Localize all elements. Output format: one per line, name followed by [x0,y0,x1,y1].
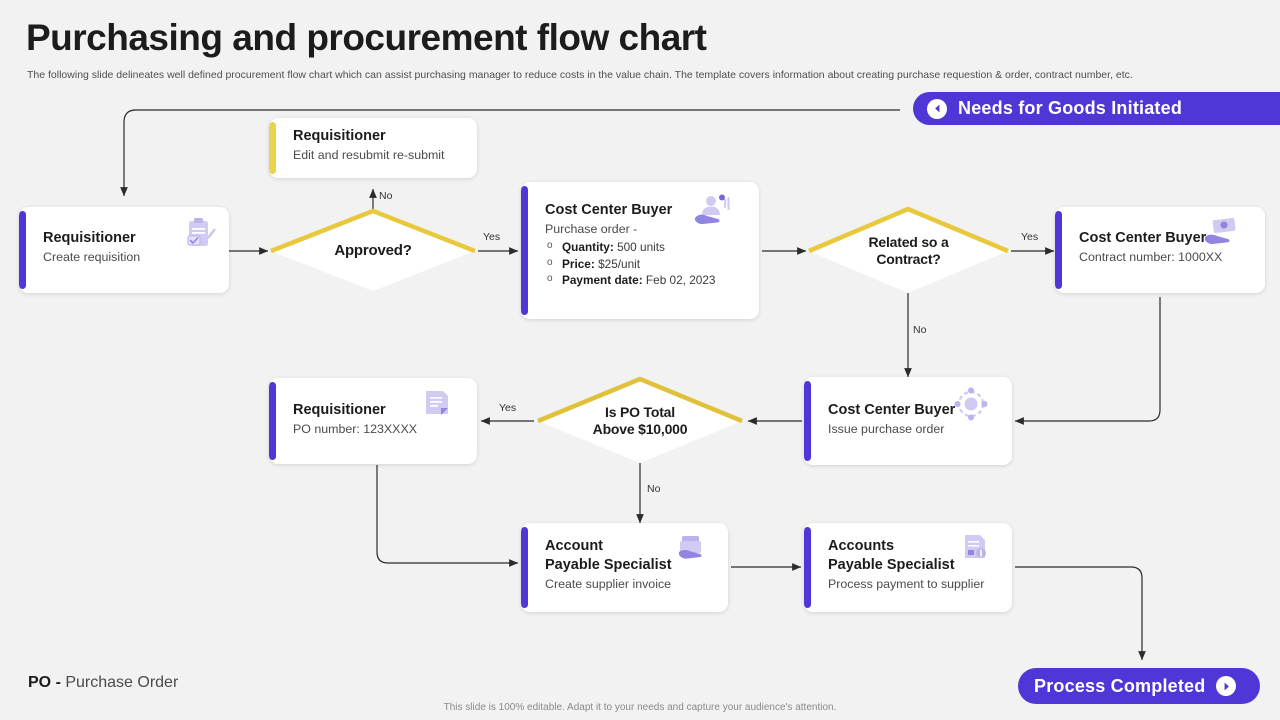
detail-label: Quantity: [562,239,614,254]
invoice-stack-icon [676,532,706,567]
diamond-shape [808,206,1009,293]
node-title: Cost Center Buyer [1079,230,1207,246]
detail-value: 500 units [617,239,665,254]
decision-line-2: Contract? [876,251,941,267]
list-item: Price: $25/unit [545,256,747,273]
node-subtitle: Issue purchase order [828,422,945,437]
edge-label-po-total-no: No [647,483,661,495]
edge-label-approved-yes: Yes [483,231,501,243]
decision-label: Is PO Total Above $10,000 [593,404,688,438]
banner-needs-initiated[interactable]: Needs for Goods Initiated [913,92,1280,125]
node-subtitle: Contract number: 1000XX [1079,250,1223,265]
edge-label-contract-yes: Yes [1021,231,1039,243]
node-subtitle: PO number: 123XXXX [293,422,417,437]
card-accent-bar [804,527,811,608]
document-edit-icon [421,387,453,424]
detail-label: Payment date: [562,273,643,288]
gear-network-icon [954,387,988,426]
slide-attribution: This slide is 100% editable. Adapt it to… [443,702,837,713]
node-subtitle: Purchase order - [545,222,638,237]
node-subtitle: Create requisition [43,250,141,265]
edge-label-contract-no: No [913,324,927,336]
banner-end-label: Process Completed [1034,675,1206,696]
page-subtitle: The following slide delineates well defi… [27,69,1133,81]
page-title: Purchasing and procurement flow chart [26,17,707,58]
node-title: Requisitioner [293,402,386,418]
diamond-shape [537,376,743,463]
node-issue-purchase-order[interactable]: Cost Center Buyer Issue purchase order [804,377,1012,465]
decision-label: Related so a Contract? [868,234,948,268]
node-contract-number[interactable]: Cost Center Buyer Contract number: 1000X… [1055,207,1265,293]
node-title-line2: Payable Specialist [828,557,955,574]
detail-label: Price: [562,256,595,271]
clipboard-check-icon [181,215,219,258]
decision-po-total[interactable]: Is PO Total Above $10,000 [535,376,745,466]
node-purchase-order[interactable]: Cost Center Buyer Purchase order - Quant… [521,182,759,319]
card-accent-bar [269,122,276,174]
node-title: Requisitioner [293,128,386,144]
decision-contract-related[interactable]: Related so a Contract? [806,206,1011,296]
banner-process-completed[interactable]: Process Completed [1018,668,1260,704]
diamond-shape [270,208,476,291]
card-accent-bar [1055,211,1062,289]
decision-line-1: Is PO Total [605,403,675,420]
node-create-requisition[interactable]: Requisitioner Create requisition [19,207,229,293]
decision-label: Approved? [334,241,412,259]
decision-line-2: Above $10,000 [592,421,688,437]
node-subtitle: Process payment to supplier [828,577,985,592]
list-item: Quantity: 500 units [545,239,747,256]
banner-start-label: Needs for Goods Initiated [958,98,1183,118]
node-title-line1: Account [545,538,603,554]
node-title: Requisitioner [43,230,136,246]
node-title: Cost Center Buyer [545,202,673,218]
card-accent-bar [804,381,811,461]
legend-text: Purchase Order [65,674,179,691]
node-create-supplier-invoice[interactable]: Account Payable Specialist Create suppli… [521,523,728,612]
node-title-line1: Accounts [828,538,895,554]
card-accent-bar [521,527,528,608]
node-edit-resubmit[interactable]: Requisitioner Edit and resubmit re-submi… [269,118,477,178]
detail-value: $25/unit [598,256,641,271]
purchase-order-detail-list: Quantity: 500 units Price: $25/unit Paym… [545,239,747,289]
circle-right-arrow-icon [1216,676,1237,696]
edge-label-approved-no: No [379,190,393,202]
circle-left-arrow-icon [927,98,947,119]
decision-approved[interactable]: Approved? [268,208,478,294]
detail-value: Feb 02, 2023 [645,273,716,288]
card-accent-bar [269,382,276,460]
payment-document-icon [960,532,990,567]
node-subtitle: Create supplier invoice [545,577,672,592]
node-title-line2: Payable Specialist [545,557,672,574]
node-title: Cost Center Buyer [828,402,956,418]
hand-bag-icon [691,194,731,233]
node-po-number[interactable]: Requisitioner PO number: 123XXXX [269,378,477,464]
card-accent-bar [19,211,26,289]
list-item: Payment date: Feb 02, 2023 [545,272,747,289]
legend-abbr: PO - [28,674,61,691]
legend-po: PO - Purchase Order [28,674,178,692]
card-accent-bar [521,186,528,315]
edge-label-po-total-yes: Yes [499,402,517,414]
money-hand-icon [1203,217,1239,252]
decision-line-1: Related so a [868,233,949,250]
node-subtitle: Edit and resubmit re-submit [293,148,445,163]
node-process-payment[interactable]: Accounts Payable Specialist Process paym… [804,523,1012,612]
